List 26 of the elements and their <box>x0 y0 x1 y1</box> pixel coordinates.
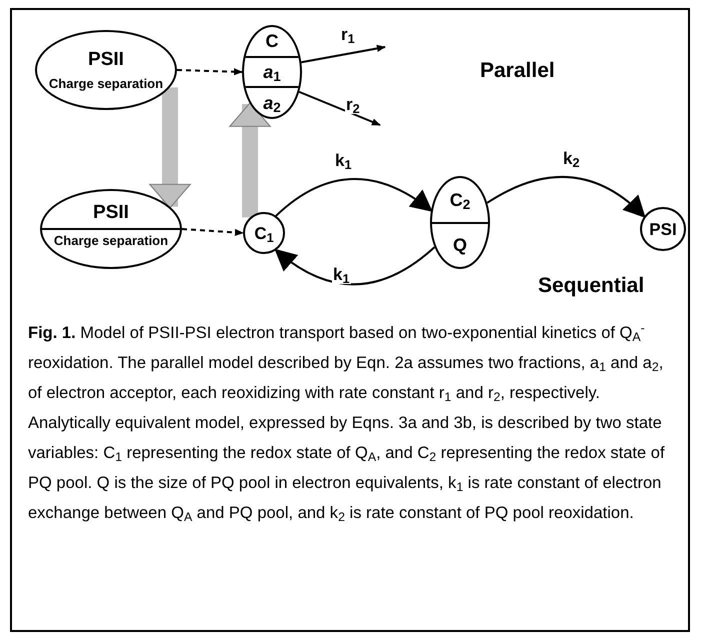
arrow <box>176 68 243 76</box>
block-arrow <box>149 87 191 208</box>
node-text: PSI <box>649 220 677 238</box>
node-text: C <box>266 32 278 50</box>
model-title: Parallel <box>480 59 555 82</box>
arrow <box>274 246 436 286</box>
model-title: Sequential <box>538 274 644 297</box>
arrow <box>182 228 244 236</box>
state-circle <box>640 207 686 251</box>
edge-label: k$_{2}$ <box>562 149 581 168</box>
node-text: PSII <box>93 201 129 225</box>
edge-label: k$_{1}$ <box>332 265 351 284</box>
node-text: a$_{2}$ <box>263 94 281 112</box>
arrow <box>298 90 381 126</box>
block-arrow <box>229 102 271 218</box>
edge-label: k$_{1}$ <box>334 151 353 170</box>
node-text: PSII <box>88 48 124 72</box>
node-text: C$_{1}$ <box>254 224 274 242</box>
node-text: Q <box>452 236 467 254</box>
node-text: a$_{1}$ <box>263 63 281 81</box>
arrow <box>301 44 386 64</box>
node-text: Charge separation <box>48 76 164 92</box>
state-circle <box>243 212 285 254</box>
arrow <box>486 176 646 218</box>
node-text: Charge separation <box>54 233 168 250</box>
node-text: C$_{2}$ <box>450 190 470 209</box>
